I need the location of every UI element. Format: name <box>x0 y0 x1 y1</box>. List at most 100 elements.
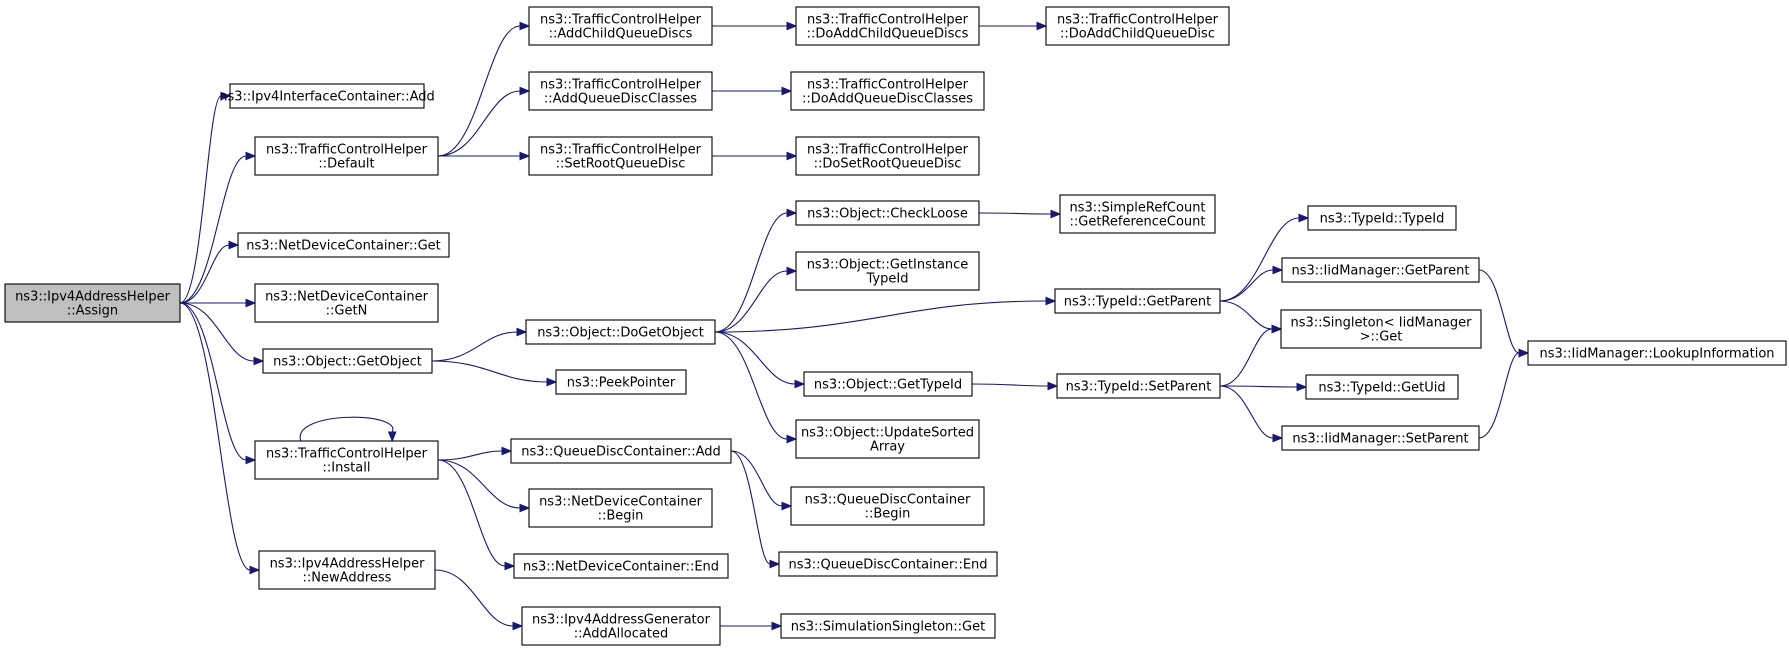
edge-obj-checkloose-to-simplerefcount-getrefcount <box>978 209 1062 219</box>
node-label: ns3::Ipv4AddressHelper <box>15 290 171 305</box>
node-typeid-typeid[interactable]: ns3::TypeId::TypeId <box>1307 205 1457 231</box>
edge-line <box>714 270 788 333</box>
node-box <box>528 6 713 46</box>
edge-line <box>714 331 788 440</box>
node-tch-doaddchildqds[interactable]: ns3::TrafficControlHelper::DoAddChildQue… <box>795 6 980 46</box>
edge-arrowhead <box>1045 296 1057 306</box>
node-label: ns3::QueueDiscContainer <box>805 493 971 508</box>
node-tch-doaddqdclasses[interactable]: ns3::TrafficControlHelper::DoAddQueueDis… <box>790 71 985 111</box>
edge-arrowhead <box>786 266 798 276</box>
node-qdc-add[interactable]: ns3::QueueDiscContainer::Add <box>510 438 732 464</box>
edge-line <box>437 459 506 567</box>
node-simsingleton-get[interactable]: ns3::SimulationSingleton::Get <box>780 613 996 639</box>
node-box <box>790 71 985 111</box>
edge-arrowhead <box>1272 265 1284 275</box>
edge-typeid-setparent-to-singleton-get <box>1219 324 1283 387</box>
node-tch-setrootqd[interactable]: ns3::TrafficControlHelper::SetRootQueueD… <box>528 136 713 176</box>
node-box <box>510 438 732 464</box>
node-ipv4ag-addallocated[interactable]: ns3::Ipv4AddressGenerator::AddAllocated <box>521 606 721 646</box>
node-peekpointer[interactable]: ns3::PeekPointer <box>555 369 687 395</box>
edge-arrowhead <box>387 431 397 443</box>
edge-line <box>179 244 230 304</box>
edge-typeid-getparent-to-iidmanager-getparent <box>1219 265 1284 302</box>
node-tch-default[interactable]: ns3::TrafficControlHelper::Default <box>254 136 439 176</box>
node-box <box>795 6 980 46</box>
edge-obj-dogetobject-to-typeid-getparent <box>714 296 1057 333</box>
node-obj-gettypeid[interactable]: ns3::Object::GetTypeId <box>803 371 973 397</box>
node-label: ns3::SimulationSingleton::Get <box>791 620 985 635</box>
node-box <box>229 83 425 109</box>
node-label: ::DoAddQueueDiscClasses <box>802 92 973 107</box>
node-label: Array <box>870 440 905 455</box>
node-tch-addchildqd[interactable]: ns3::TrafficControlHelper::AddChildQueue… <box>528 6 713 46</box>
edge-tch-setrootqd-to-tch-dosetrootqd <box>711 151 798 161</box>
node-label: ns3::TypeId::TypeId <box>1320 212 1445 227</box>
node-label: ::Begin <box>598 509 644 524</box>
node-obj-dogetobject[interactable]: ns3::Object::DoGetObject <box>525 319 716 345</box>
node-box <box>4 283 181 323</box>
node-iidmanager-getparent[interactable]: ns3::IidManager::GetParent <box>1281 257 1480 283</box>
edge-line <box>437 450 503 461</box>
edge-line <box>730 450 783 507</box>
node-label: ns3::SimpleRefCount <box>1069 201 1205 216</box>
node-box <box>1305 374 1459 400</box>
edge-obj-dogetobject-to-obj-checkloose <box>714 208 798 333</box>
node-label: ::AddChildQueueDiscs <box>549 27 693 42</box>
node-iidmanager-setparent[interactable]: ns3::IidManager::SetParent <box>1281 425 1480 451</box>
nodes-layer: ns3::Ipv4AddressHelper::Assign ns3::Ipv4I… <box>4 6 1787 646</box>
node-tch-doaddchildqd[interactable]: ns3::TrafficControlHelper::DoAddChildQue… <box>1045 6 1230 46</box>
edge-qdc-add-to-qdc-begin <box>730 450 793 511</box>
node-box <box>795 200 980 226</box>
node-ndc-begin[interactable]: ns3::NetDeviceContainer::Begin <box>528 488 713 528</box>
node-iidmanager-lookupinfo[interactable]: ns3::IidManager::LookupInformation <box>1527 340 1787 366</box>
edge-line <box>437 25 521 157</box>
node-label: ::AddQueueDiscClasses <box>544 92 697 107</box>
node-qdc-end[interactable]: ns3::QueueDiscContainer::End <box>778 551 998 577</box>
node-label: ns3::NetDeviceContainer <box>539 495 703 510</box>
node-box <box>1059 194 1216 234</box>
node-label: ns3::IidManager::SetParent <box>1292 432 1468 447</box>
edge-arrowhead <box>1050 209 1062 219</box>
node-label: ::Begin <box>865 507 911 522</box>
node-ipv4ah-newaddress[interactable]: ns3::Ipv4AddressHelper::NewAddress <box>258 550 436 590</box>
node-obj-checkloose[interactable]: ns3::Object::CheckLoose <box>795 200 980 226</box>
edge-assign-to-ndc-get <box>179 240 240 304</box>
edge-typeid-setparent-to-iidmanager-setparent <box>1219 385 1284 443</box>
edge-arrowhead <box>786 208 798 218</box>
node-ndc-end[interactable]: ns3::NetDeviceContainer::End <box>513 553 729 579</box>
edge-assign-to-ndc-getn <box>180 298 257 308</box>
node-ndc-getn[interactable]: ns3::NetDeviceContainer::GetN <box>254 283 439 323</box>
edge-line <box>1219 385 1298 388</box>
node-box <box>1527 340 1787 366</box>
node-tch-addqdclasses[interactable]: ns3::TrafficControlHelper::AddQueueDiscC… <box>528 71 713 111</box>
edge-tch-default-to-tch-addqdclasses <box>437 86 531 157</box>
edge-assign-to-tch-install <box>179 302 257 465</box>
node-typeid-getparent[interactable]: ns3::TypeId::GetParent <box>1054 288 1221 314</box>
node-box <box>258 550 436 590</box>
node-typeid-getuid[interactable]: ns3::TypeId::GetUid <box>1305 374 1459 400</box>
edge-typeid-getparent-to-typeid-typeid <box>1219 213 1310 302</box>
node-tch-install[interactable]: ns3::TrafficControlHelper::Install <box>254 440 439 480</box>
edge-arrowhead <box>220 91 232 101</box>
node-ndc-get[interactable]: ns3::NetDeviceContainer::Get <box>237 232 450 258</box>
node-typeid-setparent[interactable]: ns3::TypeId::SetParent <box>1056 373 1221 399</box>
edge-line <box>179 95 222 304</box>
node-obj-getobject[interactable]: ns3::Object::GetObject <box>262 348 433 374</box>
node-singleton-get[interactable]: ns3::Singleton< IidManager >::Get <box>1280 309 1482 349</box>
node-assign[interactable]: ns3::Ipv4AddressHelper::Assign <box>4 283 181 323</box>
node-box <box>521 606 721 646</box>
edge-arrowhead <box>516 327 528 337</box>
edge-arrowhead <box>1298 213 1310 223</box>
node-label: ns3::TrafficControlHelper <box>1057 13 1219 28</box>
node-ipv4ic-add[interactable]: ns3::Ipv4InterfaceContainer::Add <box>219 83 435 109</box>
node-label: ns3::TrafficControlHelper <box>266 447 428 462</box>
edge-tch-install-to-ndc-end <box>437 459 516 571</box>
edge-line <box>299 416 394 442</box>
node-label: ns3::Ipv4AddressGenerator <box>532 613 711 628</box>
node-qdc-begin[interactable]: ns3::QueueDiscContainer::Begin <box>790 486 985 526</box>
node-simplerefcount-getrefcount[interactable]: ns3::SimpleRefCount::GetReferenceCount <box>1059 194 1216 234</box>
node-label: ns3::Object::DoGetObject <box>537 326 704 341</box>
node-tch-dosetrootqd[interactable]: ns3::TrafficControlHelper::DoSetRootQueu… <box>795 136 980 176</box>
